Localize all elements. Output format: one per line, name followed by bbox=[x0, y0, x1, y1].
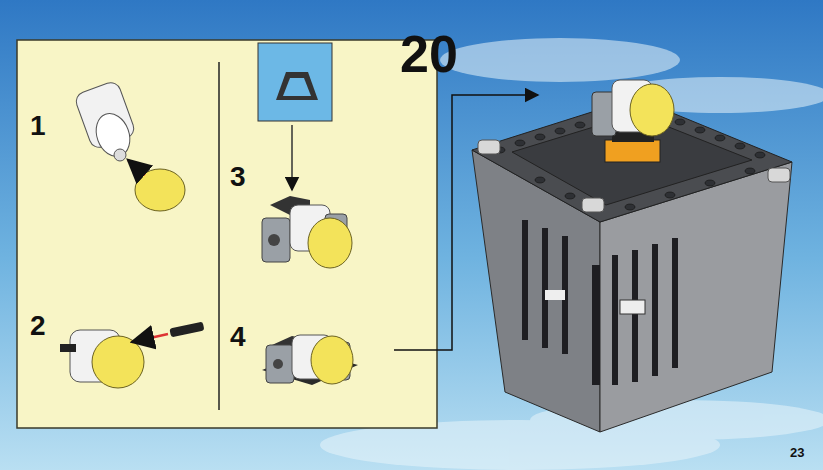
page-number: 23 bbox=[790, 446, 804, 459]
sub-step-number: 2 bbox=[30, 312, 46, 340]
divider bbox=[218, 62, 220, 410]
step-panel bbox=[17, 40, 437, 428]
step-panel: 1 2 3 4 bbox=[17, 40, 437, 428]
sub-step-number: 1 bbox=[30, 112, 46, 140]
prison-model bbox=[472, 80, 792, 432]
step1-parts bbox=[73, 80, 185, 211]
sub-step-number: 3 bbox=[230, 163, 246, 191]
step4-parts bbox=[262, 335, 358, 385]
step-number: 20 bbox=[400, 28, 458, 80]
step2-parts bbox=[60, 322, 204, 388]
sub-step-number: 4 bbox=[230, 323, 246, 351]
step3-parts bbox=[258, 43, 352, 268]
